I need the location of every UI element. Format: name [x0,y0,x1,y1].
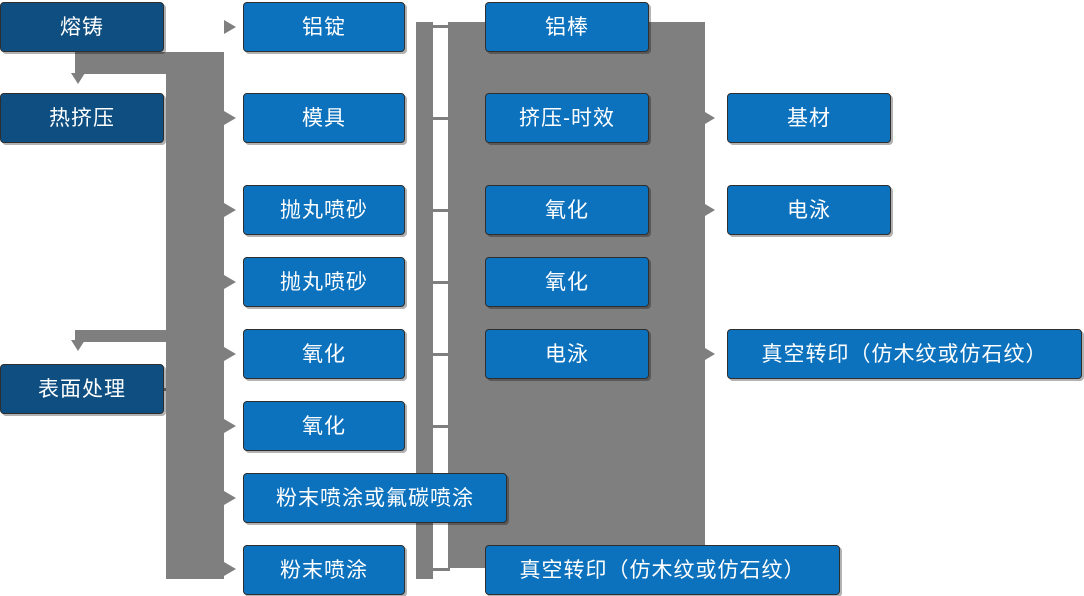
stage-box-surface-treatment[interactable]: 表面处理 [0,364,164,414]
arrow-to-input-3 [224,203,236,217]
arrow-to-input-8 [224,562,236,576]
input-box-ingot[interactable]: 铝锭 [243,2,405,52]
input-label-powder: 粉末喷涂 [280,558,368,582]
output-label-substrate: 基材 [787,106,831,130]
process-box-electrophoresis[interactable]: 电泳 [485,329,649,379]
input-box-mold[interactable]: 模具 [243,93,405,143]
rung-mid-4 [431,281,450,284]
stub-surface-to-trunk [163,388,181,391]
arrow-down-to-surface [71,340,85,351]
process-box-aluminum-bar[interactable]: 铝棒 [485,2,649,52]
riser-melting-to-extrude [75,52,166,74]
input-box-shotblast-1[interactable]: 抛丸喷砂 [243,185,405,235]
output-box-electrophoresis[interactable]: 电泳 [727,185,891,235]
arrow-to-output-electro [705,204,715,216]
arrow-to-input-1 [224,20,236,34]
arrow-to-output-substrate [705,112,715,124]
process-label-electrophoresis: 电泳 [545,342,589,366]
riser-to-surface [75,330,166,342]
process-label-vacuum-transfer: 真空转印（仿木纹或仿石纹） [519,558,806,582]
process-box-vacuum-transfer[interactable]: 真空转印（仿木纹或仿石纹） [485,545,840,595]
stage-label-surface-treatment: 表面处理 [38,377,126,401]
input-box-powder[interactable]: 粉末喷涂 [243,545,405,595]
rung-mid-2 [431,117,450,120]
process-label-aluminum-bar: 铝棒 [545,15,589,39]
process-box-oxidation-1[interactable]: 氧化 [485,185,649,235]
input-label-mold: 模具 [302,106,346,130]
process-box-extrusion-aging[interactable]: 挤压-时效 [485,93,649,143]
input-box-oxidation-2[interactable]: 氧化 [243,401,405,451]
input-label-shotblast-1: 抛丸喷砂 [280,198,368,222]
input-label-shotblast-2: 抛丸喷砂 [280,270,368,294]
process-label-extrusion-aging: 挤压-时效 [519,106,615,130]
input-label-oxidation-2: 氧化 [302,414,346,438]
rung-mid-5 [431,353,450,356]
process-label-oxidation-2: 氧化 [545,270,589,294]
arrow-to-input-4 [224,275,236,289]
connector-rail-mid [416,22,433,579]
stage-label-melting: 熔铸 [60,15,104,39]
process-box-oxidation-2[interactable]: 氧化 [485,257,649,307]
arrow-to-input-6 [224,419,236,433]
rung-mid-3 [431,209,450,212]
arrow-down-to-extrude [71,73,85,84]
rung-mid-7 [431,568,450,571]
input-box-oxidation-1[interactable]: 氧化 [243,329,405,379]
arrow-to-input-5 [224,347,236,361]
output-box-vacuum-transfer[interactable]: 真空转印（仿木纹或仿石纹） [727,329,1082,379]
output-box-substrate[interactable]: 基材 [727,93,891,143]
stage-box-hot-extrusion[interactable]: 热挤压 [0,93,164,143]
stage-box-melting[interactable]: 熔铸 [0,2,164,52]
input-label-oxidation-1: 氧化 [302,342,346,366]
arrow-to-input-2 [224,111,236,125]
process-label-oxidation-1: 氧化 [545,198,589,222]
output-label-vacuum-transfer: 真空转印（仿木纹或仿石纹） [761,342,1048,366]
stage-label-hot-extrusion: 热挤压 [49,106,115,130]
output-label-electrophoresis: 电泳 [787,198,831,222]
input-label-powder-fluorocarbon: 粉末喷涂或氟碳喷涂 [276,486,474,510]
rung-mid-1 [431,25,450,28]
input-box-shotblast-2[interactable]: 抛丸喷砂 [243,257,405,307]
arrow-to-output-vacuum [705,348,715,360]
arrow-to-input-7 [224,491,236,505]
connector-trunk-left [166,52,224,579]
input-label-ingot: 铝锭 [302,15,346,39]
rung-mid-6 [431,425,450,428]
input-box-powder-fluorocarbon[interactable]: 粉末喷涂或氟碳喷涂 [243,473,507,523]
